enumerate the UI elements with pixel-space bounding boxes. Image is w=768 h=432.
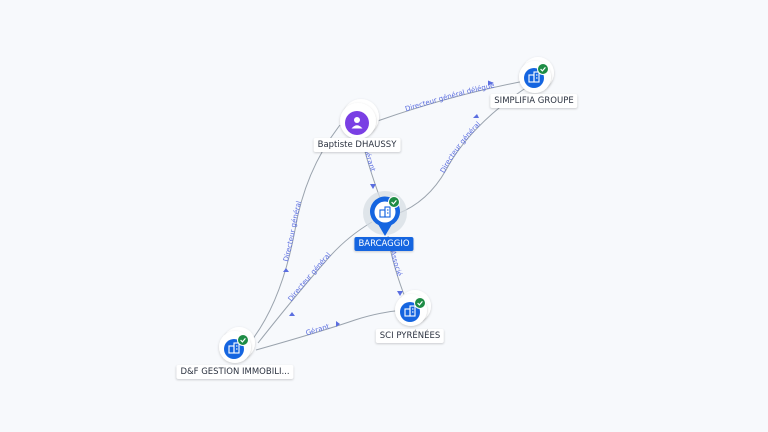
node-label-baptiste-dhaussy[interactable]: Baptiste DHAUSSY xyxy=(313,138,401,152)
verified-icon xyxy=(237,334,249,346)
building-icon xyxy=(228,342,240,354)
node-baptiste-dhaussy[interactable] xyxy=(340,99,379,139)
node-label-barcaggio[interactable]: BARCAGGIO xyxy=(354,237,414,251)
edge-df-dhaussy[interactable]: Directeur général xyxy=(251,124,341,341)
building-icon xyxy=(404,305,416,317)
node-label-simplifia-groupe[interactable]: SIMPLIFIA GROUPE xyxy=(490,94,578,108)
verified-icon xyxy=(537,63,549,75)
person-icon xyxy=(351,117,363,129)
node-df-gestion[interactable] xyxy=(219,327,255,363)
node-barcaggio[interactable] xyxy=(363,191,407,236)
edge-label: Directeur général xyxy=(287,251,333,303)
node-simplifia-groupe[interactable] xyxy=(519,57,554,93)
edge-label: Directeur général xyxy=(282,200,303,262)
edge-label: Associé xyxy=(389,250,404,277)
node-sci-pyrenees[interactable] xyxy=(395,290,431,326)
verified-icon xyxy=(414,297,426,309)
verified-icon xyxy=(388,196,400,208)
edge-label: Directeur général xyxy=(439,120,482,174)
edge-label: Directeur général délégué xyxy=(404,81,495,113)
node-label-df-gestion[interactable]: D&F GESTION IMMOBILI... xyxy=(176,365,294,379)
building-icon xyxy=(528,71,540,83)
node-label-sci-pyrenees[interactable]: SCI PYRÉNÉES xyxy=(375,329,445,343)
edge-label: Gérant xyxy=(305,322,331,337)
building-icon xyxy=(379,206,391,218)
